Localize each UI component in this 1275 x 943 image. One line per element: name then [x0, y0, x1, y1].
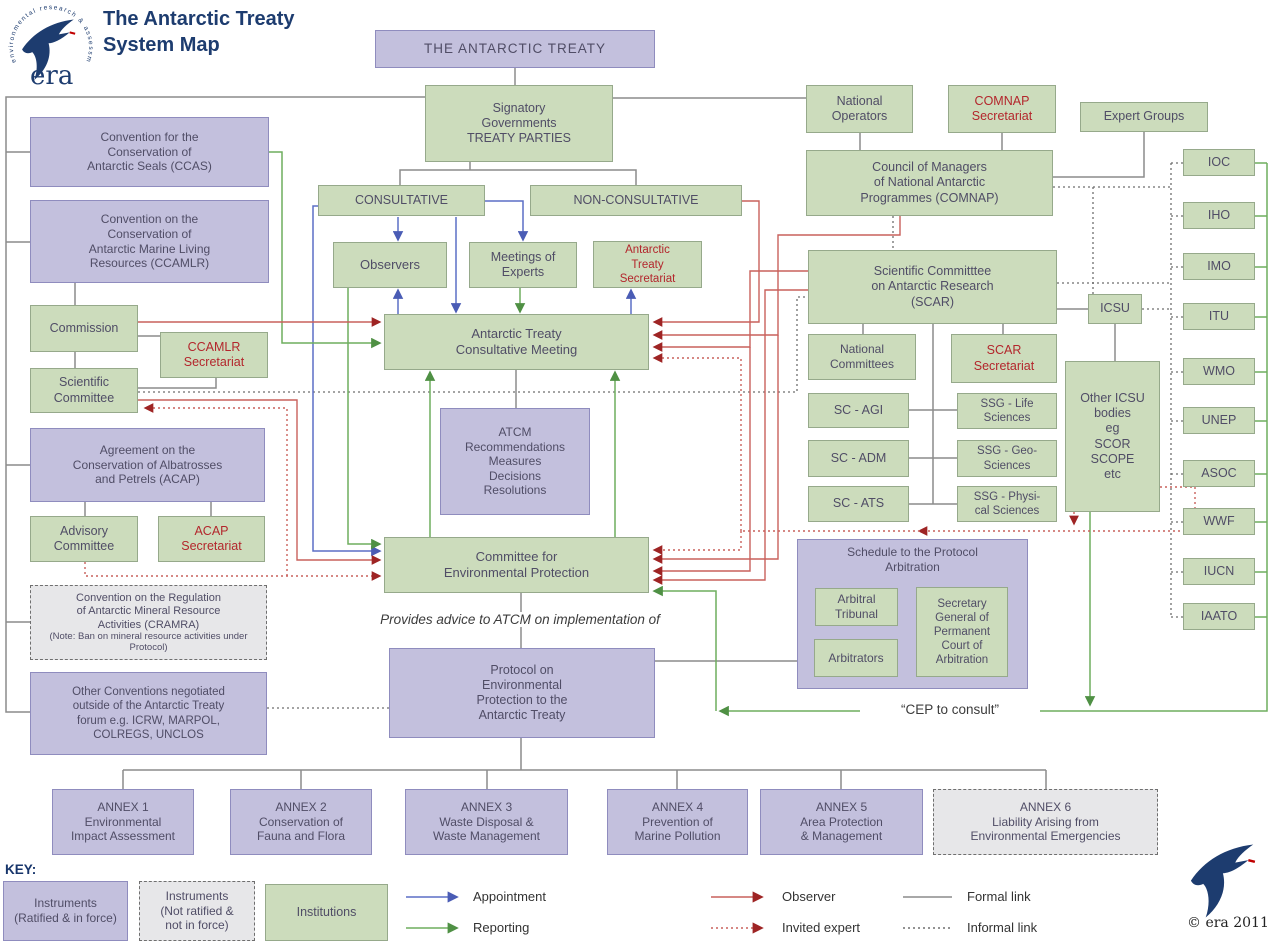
legend-invited-expert: Invited expert [782, 920, 861, 935]
node-arbitrators: Arbitrators [814, 639, 898, 677]
node-annex-4: ANNEX 4 Prevention of Marine Pollution [607, 789, 748, 855]
node-arbitral-tribunal: Arbitral Tribunal [815, 588, 898, 626]
node-signatory-governments: Signatory Governments TREATY PARTIES [425, 85, 613, 162]
node-consultative: CONSULTATIVE [318, 185, 485, 216]
node-other-conventions: Other Conventions negotiated outside of … [30, 672, 267, 755]
node-advisory-committee: Advisory Committee [30, 516, 138, 562]
node-other-icsu-bodies: Other ICSU bodies eg SCOR SCOPE etc [1065, 361, 1160, 512]
cramra-note: (Note: Ban on mineral resource activitie… [49, 631, 248, 653]
key-title: KEY: [5, 862, 37, 877]
legend-informal-link: Informal link [967, 920, 1038, 935]
node-annex-3: ANNEX 3 Waste Disposal & Waste Managemen… [405, 789, 568, 855]
node-antarctic-treaty: THE ANTARCTIC TREATY [375, 30, 655, 68]
node-scientific-committee: Scientific Committee [30, 368, 138, 413]
node-acap-secretariat: ACAP Secretariat [158, 516, 265, 562]
node-iho: IHO [1183, 202, 1255, 229]
key-institutions: Institutions [265, 884, 388, 941]
era-bird-icon [1190, 844, 1256, 918]
node-iaato: IAATO [1183, 603, 1255, 630]
node-atcm: Antarctic Treaty Consultative Meeting [384, 314, 649, 370]
node-scar-secretariat: SCAR Secretariat [951, 334, 1057, 383]
node-annex-6: ANNEX 6 Liability Arising from Environme… [933, 789, 1158, 855]
node-protocol: Protocol on Environmental Protection to … [389, 648, 655, 738]
legend-reporting: Reporting [473, 920, 530, 935]
node-annex-1: ANNEX 1 Environmental Impact Assessment [52, 789, 194, 855]
copyright: © era 2011 [1187, 915, 1269, 931]
node-comnap: Council of Managers of National Antarcti… [806, 150, 1053, 216]
node-scar: Scientific Committtee on Antarctic Resea… [808, 250, 1057, 324]
node-meetings-of-experts: Meetings of Experts [469, 242, 577, 288]
node-national-operators: National Operators [806, 85, 913, 133]
key-instruments-not-ratified: Instruments (Not ratified & not in force… [139, 881, 255, 941]
node-itu: ITU [1183, 303, 1255, 330]
node-expert-groups: Expert Groups [1080, 102, 1208, 132]
node-ioc: IOC [1183, 149, 1255, 176]
logo-ring-text: environmental research & assessment [1, 0, 92, 64]
node-ssg-life-sciences: SSG - Life Sciences [957, 393, 1057, 429]
node-sc-adm: SC - ADM [808, 440, 909, 477]
cramra-label: Convention on the Regulation of Antarcti… [76, 591, 221, 631]
legend-formal-link: Formal link [967, 889, 1031, 904]
node-sc-agi: SC - AGI [808, 393, 909, 428]
node-wwf: WWF [1183, 508, 1255, 535]
legend-appointment: Appointment [473, 889, 546, 904]
node-ccas: Convention for the Conservation of Antar… [30, 117, 269, 187]
node-national-committees: National Committees [808, 334, 916, 380]
node-ssg-physical-sciences: SSG - Physi- cal Sciences [957, 486, 1057, 522]
node-annex-5: ANNEX 5 Area Protection & Management [760, 789, 923, 855]
svg-text:environmental research & asses: environmental research & assessment [1, 0, 94, 64]
node-atcm-outputs: ATCM Recommendations Measures Decisions … [440, 408, 590, 515]
era-logo: environmental research & assessment era [1, 0, 96, 94]
node-asoc: ASOC [1183, 460, 1255, 487]
node-cep: Committee for Environmental Protection [384, 537, 649, 593]
node-ccamlr-secretariat: CCAMLR Secretariat [160, 332, 268, 378]
node-antarctic-treaty-secretariat: Antarctic Treaty Secretariat [593, 241, 702, 288]
node-acap: Agreement on the Conservation of Albatro… [30, 428, 265, 502]
node-secretary-general-pca: Secretary General of Permanent Court of … [916, 587, 1008, 677]
node-wmo: WMO [1183, 358, 1255, 385]
node-cramra: Convention on the Regulation of Antarcti… [30, 585, 267, 660]
logo-era-text: era [30, 61, 73, 91]
node-ccamlr: Convention on the Conservation of Antarc… [30, 200, 269, 283]
node-annex-2: ANNEX 2 Conservation of Fauna and Flora [230, 789, 372, 855]
page-title: The Antarctic Treaty System Map [103, 8, 295, 56]
node-non-consultative: NON-CONSULTATIVE [530, 185, 742, 216]
node-icsu: ICSU [1088, 294, 1142, 324]
node-comnap-secretariat: COMNAP Secretariat [948, 85, 1056, 133]
node-unep: UNEP [1183, 407, 1255, 434]
node-observers: Observers [333, 242, 447, 288]
advice-note: Provides advice to ATCM on implementatio… [345, 612, 695, 627]
node-ssg-geo-sciences: SSG - Geo- Sciences [957, 440, 1057, 477]
node-commission: Commission [30, 305, 138, 352]
node-sc-ats: SC - ATS [808, 486, 909, 522]
node-imo: IMO [1183, 253, 1255, 280]
legend-observer: Observer [782, 889, 836, 904]
key-instruments-ratified: Instruments (Ratified & in force) [3, 881, 128, 941]
node-iucn: IUCN [1183, 558, 1255, 585]
cep-to-consult-label: “CEP to consult” [860, 702, 1040, 717]
